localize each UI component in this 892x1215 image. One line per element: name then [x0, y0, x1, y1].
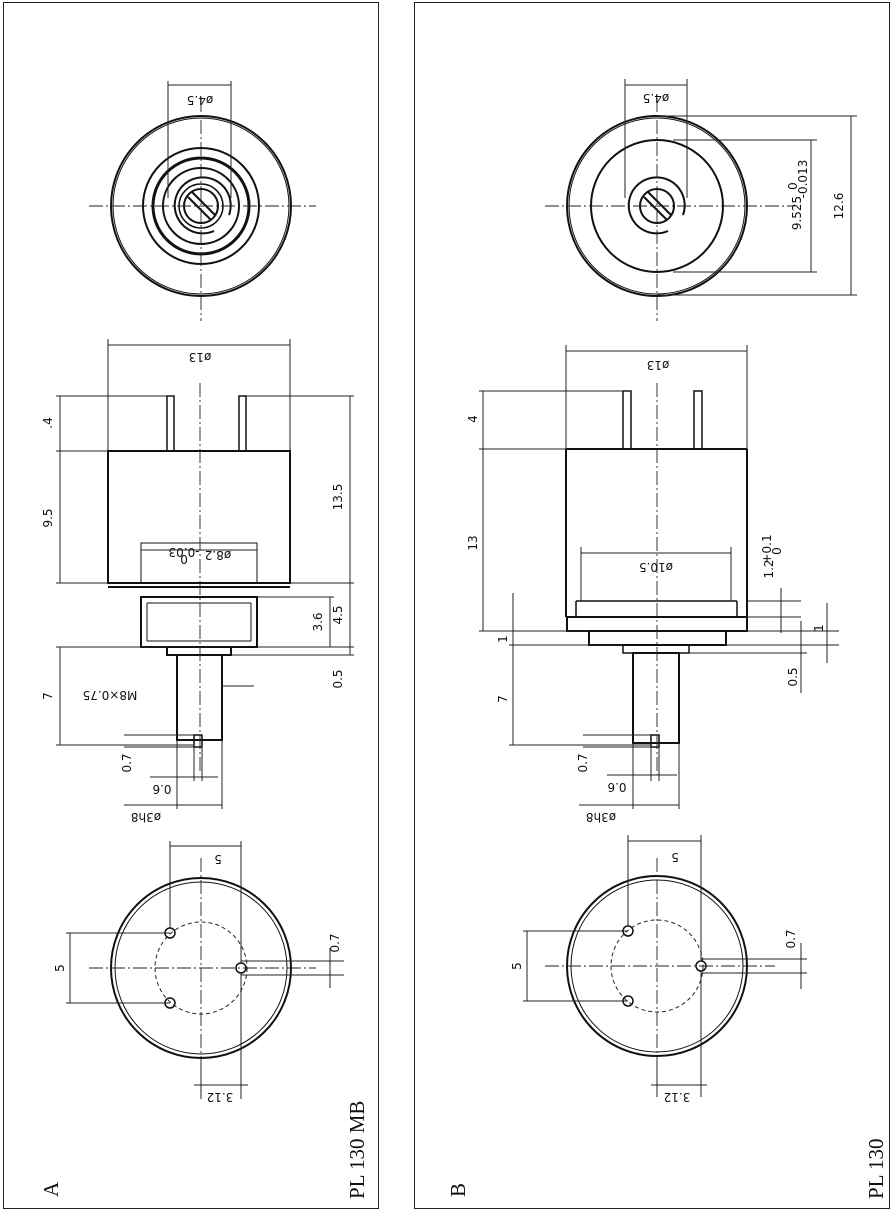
dim-b-l-1b: 1	[812, 624, 826, 632]
drawing-panel-b: ø4.5 9.525 0 -0.013 12.6 ø13 ø10.5	[414, 2, 890, 1209]
dim-a-l-36: 3.6	[311, 612, 325, 631]
dim-b-l-body: 13	[466, 535, 480, 550]
dim-a-offset: 3.12	[207, 1090, 234, 1104]
dim-b-l-pins: 4	[466, 415, 480, 423]
panel-b-letter: B	[446, 1183, 470, 1197]
front-view-b: ø4.5 9.525 0 -0.013 12.6	[545, 79, 857, 321]
dim-b-spacing-y: 5	[510, 962, 524, 970]
dim-b-l-12: 1.2	[762, 559, 776, 578]
dim-a-l-05: 0.5	[331, 669, 345, 688]
dim-b-slot-d: 0.7	[576, 753, 590, 772]
dim-b-pin-d: 0.7	[784, 929, 798, 948]
dim-a-l-45: 4.5	[331, 605, 345, 624]
dim-b-front-d45: ø4.5	[643, 91, 669, 105]
dim-a-l-total: 13.5	[331, 484, 345, 511]
dim-b-spacing-x: 5	[671, 850, 679, 864]
panel-b-model: PL 130	[864, 1139, 888, 1199]
dim-a-slot-d: 0.7	[120, 753, 134, 772]
rear-view-a: 0.7 5 5 3.12	[53, 841, 344, 1104]
dim-a-slot-w: 0.6	[152, 782, 171, 796]
dim-b-l-1: 1	[496, 635, 510, 643]
dim-a-thread: M8×0.75	[83, 688, 138, 702]
dim-a-pin-d: 0.7	[328, 933, 342, 952]
dim-a-front-d45: ø4.5	[187, 93, 213, 107]
dim-b-l-shaft: 7	[496, 695, 510, 703]
dim-b-shaft-d: ø3h8	[586, 810, 616, 824]
front-view-a: ø4.5	[89, 81, 316, 321]
drawing-panel-a: ø4.5 ø13 ø8.2 0 -0.03 M8×0.75 .4 9.	[3, 2, 379, 1209]
dim-b-l-12-tol1: +0.1	[760, 534, 774, 563]
dim-a-d82: ø8.2	[205, 548, 231, 562]
drawing-b-svg: ø4.5 9.525 0 -0.013 12.6 ø13 ø10.5	[446, 79, 888, 1199]
dim-a-spacing-y: 5	[53, 964, 67, 972]
dim-b-slot-w: 0.6	[607, 780, 626, 794]
side-view-a: ø13 ø8.2 0 -0.03 M8×0.75 .4 9.5 7	[41, 339, 354, 824]
dim-b-d13: ø13	[647, 358, 670, 372]
dim-b-offset: 3.12	[664, 1090, 691, 1104]
rear-view-b: 0.7 5 5 3.12	[510, 835, 807, 1104]
dim-b-9525-tol1: 0	[786, 182, 800, 190]
dim-a-d13: ø13	[189, 350, 212, 364]
dim-a-l-shaft: 7	[41, 692, 55, 700]
drawing-a-svg: ø4.5 ø13 ø8.2 0 -0.03 M8×0.75 .4 9.	[39, 81, 369, 1199]
side-view-b: ø13 ø10.5 4 13 1 7 1.2	[466, 345, 839, 824]
dim-a-l-body: 9.5	[41, 508, 55, 527]
panel-a-model: PL 130 MB	[345, 1101, 369, 1199]
dim-b-9525: 9.525	[790, 196, 804, 230]
dim-b-126: 12.6	[832, 193, 846, 220]
panel-a-letter: A	[39, 1181, 63, 1197]
dim-a-d82-tol2: -0.03	[168, 545, 199, 559]
dim-a-d82-tol: 0	[180, 552, 188, 566]
dim-b-l-05: 0.5	[786, 667, 800, 686]
dim-b-l-12-tol2: 0	[770, 547, 784, 555]
dim-a-spacing-x: 5	[214, 852, 222, 866]
dim-b-d105: ø10.5	[639, 560, 673, 574]
dim-a-shaft-d: ø3h8	[131, 810, 161, 824]
dim-a-l-pins: .4	[41, 417, 55, 428]
dim-b-9525-tol2: -0.013	[796, 160, 810, 199]
